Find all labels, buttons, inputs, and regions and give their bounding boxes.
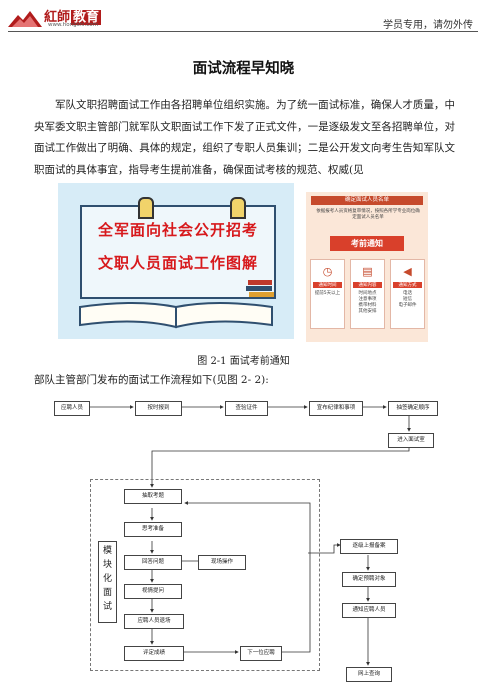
books-icon bbox=[246, 280, 274, 297]
flow-intro: 部队主管部门发布的面试工作流程如下(见图 2- 2): bbox=[34, 374, 269, 386]
open-book-icon bbox=[79, 302, 273, 329]
notice-card-time: ◷ 通知时间 提前5天以上 bbox=[310, 259, 345, 329]
notice-card-caption: 通知内容 bbox=[353, 282, 382, 288]
notice-card-text: 电话 短信 电子邮件 bbox=[398, 291, 417, 308]
node-report: 逐级上报备案 bbox=[340, 539, 398, 554]
logo-url: www.hongshi.com bbox=[48, 22, 98, 28]
node-enter-room: 进入面试室 bbox=[388, 433, 434, 448]
mountain-icon bbox=[8, 11, 42, 27]
notice-title: 考前通知 bbox=[330, 236, 404, 251]
module-interview-label: 模块化面试 bbox=[98, 541, 117, 623]
node-verify-id: 查验证件 bbox=[225, 401, 268, 416]
hongshi-logo: 紅師教育 www.hongshi.com bbox=[8, 5, 108, 31]
node-draw-order: 抽签确定顺序 bbox=[388, 401, 438, 416]
logo-text: 紅師教育 bbox=[44, 10, 102, 25]
node-answer: 回答问题 bbox=[124, 555, 182, 570]
interview-poster: 全军面向社会公开招考 文职人员面试工作图解 bbox=[58, 183, 294, 339]
node-leave: 应聘人员退场 bbox=[124, 614, 184, 629]
interview-flowchart: 应聘人员 按时报到 查验证件 宣布纪律和事项 抽签确定顺序 进入面试室 模块化面… bbox=[40, 393, 460, 696]
notice-text: 依据报考人员资格复审情况，按照各所学专业岗位确定面试人员名单 bbox=[316, 209, 420, 220]
flow-connectors bbox=[88, 405, 411, 666]
notice-card-text: 提前5天以上 bbox=[314, 291, 341, 296]
node-onsite-operation: 现场操作 bbox=[198, 555, 246, 570]
node-online-query: 网上查询 bbox=[346, 667, 392, 682]
poster-line-2: 文职人员面试工作图解 bbox=[97, 254, 258, 272]
notice-card-caption: 通知方式 bbox=[393, 282, 422, 288]
node-notify: 通知应聘人员 bbox=[342, 603, 396, 618]
notice-card-text: 时间地点 注意事项 携带材料 其他安排 bbox=[358, 291, 377, 314]
figure-caption: 图 2-1 面试考前通知 bbox=[197, 356, 290, 367]
node-announce-rules: 宣布纪律和事项 bbox=[309, 401, 363, 416]
header-note: 学员专用，请勿外传 bbox=[383, 20, 473, 31]
node-score: 评定成绩 bbox=[124, 646, 184, 661]
node-applicant: 应聘人员 bbox=[54, 401, 90, 416]
node-follow-up: 视情提问 bbox=[124, 584, 182, 599]
notice-card-method: ◀ 通知方式 电话 短信 电子邮件 bbox=[390, 259, 425, 329]
node-checkin: 按时报到 bbox=[135, 401, 182, 416]
header-divider bbox=[8, 31, 478, 32]
notice-card-content: ▤ 通知内容 时间地点 注意事项 携带材料 其他安排 bbox=[350, 259, 385, 329]
binder-clip-icon bbox=[138, 197, 154, 219]
poster-board: 全军面向社会公开招考 文职人员面试工作图解 bbox=[80, 197, 276, 299]
binder-clip-icon bbox=[230, 197, 246, 219]
node-think: 思考准备 bbox=[124, 522, 182, 537]
megaphone-icon: ◀ bbox=[403, 265, 412, 278]
notice-card-caption: 通知时间 bbox=[313, 282, 342, 288]
page-title: 面试流程早知晓 bbox=[192, 60, 295, 77]
body-paragraph: 军队文职招聘面试工作由各招聘单位组织实施。为了统一面试标准，确保人才质量，中央军… bbox=[34, 99, 455, 176]
node-next-applicant: 下一位应聘 bbox=[240, 646, 282, 661]
page-header: 紅師教育 www.hongshi.com 学员专用，请勿外传 bbox=[0, 0, 487, 34]
node-draw-question: 抽取考题 bbox=[124, 489, 182, 504]
exam-notice-graphic: 确定面试人员名单 依据报考人员资格复审情况，按照各所学专业岗位确定面试人员名单 … bbox=[306, 192, 428, 342]
notice-band: 确定面试人员名单 bbox=[311, 196, 423, 205]
document-icon: ▤ bbox=[362, 265, 373, 278]
poster-line-1: 全军面向社会公开招考 bbox=[97, 221, 258, 239]
logo-edu: 教育 bbox=[71, 10, 102, 25]
clock-icon: ◷ bbox=[322, 265, 333, 278]
module-interview-region bbox=[90, 479, 320, 671]
node-determine-hire: 确定预聘对象 bbox=[342, 572, 396, 587]
